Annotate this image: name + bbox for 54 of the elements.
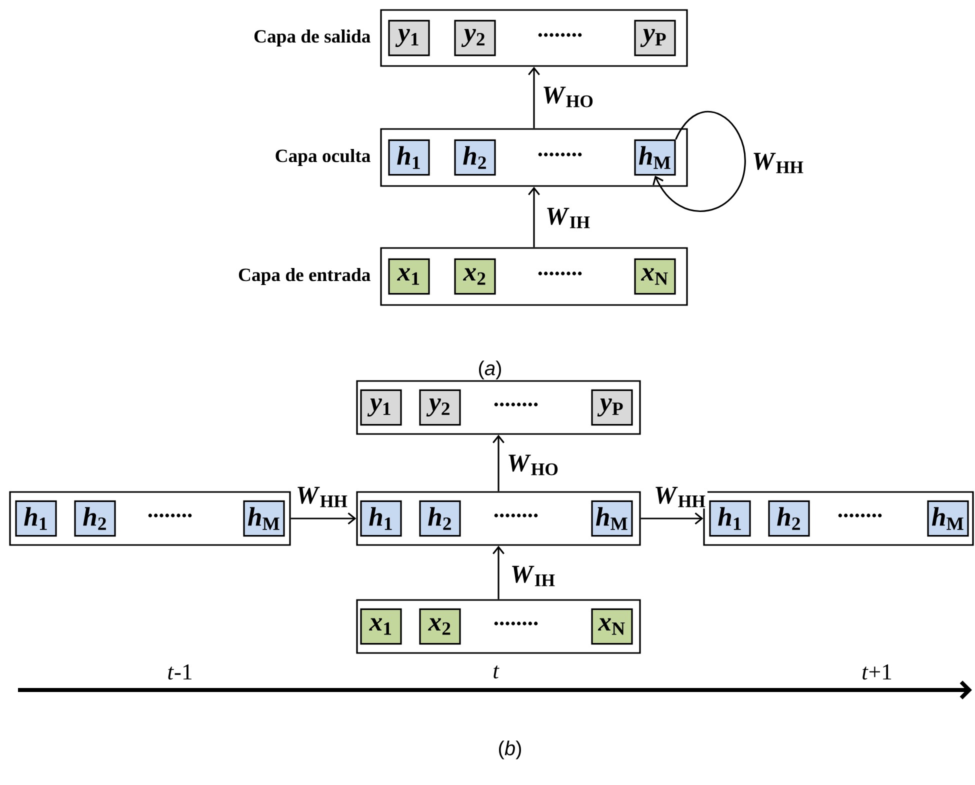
unit-box: h$_{2}$: [419, 500, 461, 537]
ellipsis: ........: [148, 514, 192, 518]
unit-box: h$_{M}$: [927, 500, 969, 537]
ellipsis: ........: [494, 514, 538, 518]
time-label: t: [494, 666, 500, 678]
ellipsis: ........: [494, 622, 538, 626]
unit-box: h$_{2}$: [74, 500, 116, 537]
ellipsis: ........: [538, 33, 582, 37]
unit-box: h$_{1}$: [388, 139, 430, 176]
unit-box: x$_{1}$: [388, 258, 430, 295]
unit-box: h$_{M}$: [591, 500, 633, 537]
edge-label: W$_{HH}$: [652, 486, 708, 508]
edge-label: W$_{IH}$: [544, 206, 592, 230]
arrow: [528, 186, 540, 248]
unit-box: h$_{2}$: [768, 500, 810, 537]
ellipsis: ........: [494, 402, 538, 406]
unit-box: h$_{1}$: [15, 500, 57, 537]
unit-box: x$_{N}$: [634, 258, 676, 295]
unit-box: x$_{N}$: [591, 608, 633, 645]
unit-box: y$_{P}$: [634, 20, 676, 56]
unit-box: h$_{M}$: [634, 139, 676, 176]
edge-label: W$_{HH}$: [294, 486, 350, 508]
unit-box: y$_{P}$: [591, 389, 633, 426]
unit-box: y$_{2}$: [419, 389, 461, 426]
unit-box: x$_{2}$: [454, 258, 496, 295]
unit-box: y$_{1}$: [360, 389, 402, 426]
unit-box: h$_{1}$: [709, 500, 751, 537]
panel-label: (b): [499, 740, 521, 760]
edge-label: W$_{HO}$: [506, 453, 560, 477]
ellipsis: ........: [538, 152, 582, 156]
arrow: [652, 111, 746, 212]
unit-box: h$_{2}$: [454, 139, 496, 176]
unit-box: y$_{2}$: [454, 20, 496, 56]
edge-label: W$_{IH}$: [509, 564, 558, 588]
arrow: [492, 546, 504, 600]
unit-box: h$_{1}$: [360, 500, 402, 537]
arrow: [640, 512, 704, 524]
time-label: t-1: [168, 664, 192, 680]
arrow: [290, 512, 356, 524]
edge-label: W$_{HO}$: [540, 85, 596, 109]
layer-heading: Capa de entrada: [238, 268, 370, 285]
unit-box: x$_{1}$: [360, 608, 402, 645]
unit-box: h$_{M}$: [243, 500, 285, 537]
unit-box: y$_{1}$: [388, 20, 430, 56]
time-label: t+1: [862, 664, 892, 680]
panel-label: (a): [479, 360, 501, 380]
arrow: [528, 66, 540, 128]
ellipsis: ........: [838, 514, 882, 518]
unit-box: x$_{2}$: [419, 608, 461, 645]
arrow: [492, 434, 504, 492]
layer-heading: Capa oculta: [276, 149, 370, 166]
layer-heading: Capa de salida: [254, 30, 370, 46]
ellipsis: ........: [538, 272, 582, 276]
edge-label: W$_{HH}$: [750, 152, 806, 174]
